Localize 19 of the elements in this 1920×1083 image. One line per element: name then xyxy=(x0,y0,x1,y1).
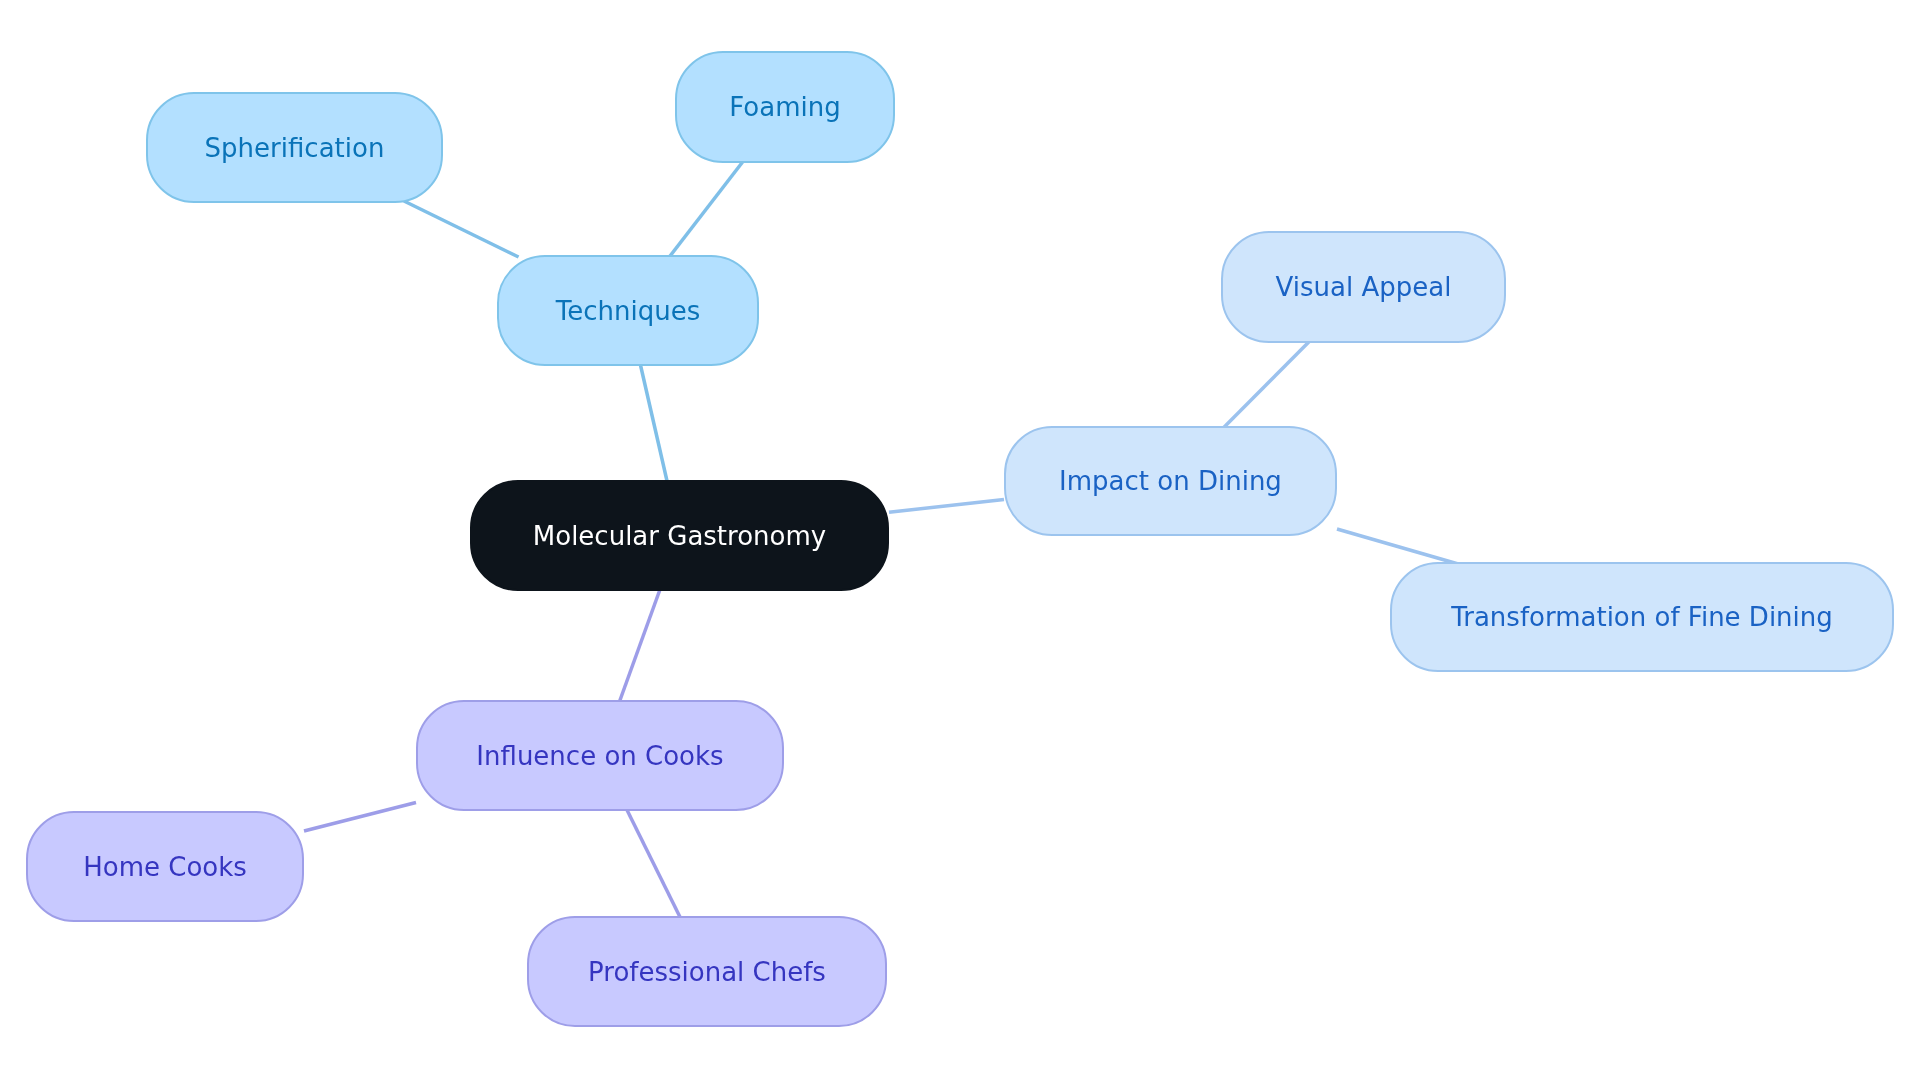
topic-node xyxy=(26,811,304,922)
node-label: Foaming xyxy=(729,92,841,122)
node-label: Influence on Cooks xyxy=(476,740,724,771)
node-label: Professional Chefs xyxy=(588,956,826,987)
node-label: Home Cooks xyxy=(83,851,247,882)
connector-line xyxy=(303,800,417,833)
topic-node xyxy=(1004,426,1337,536)
node-label: Transformation of Fine Dining xyxy=(1451,602,1833,632)
connector-line xyxy=(638,363,669,483)
node-label: Molecular Gastronomy xyxy=(532,520,827,551)
connector-line xyxy=(888,497,1005,514)
node-label: Techniques xyxy=(555,295,701,326)
topic-node xyxy=(416,700,784,811)
node-label: Spherification xyxy=(204,132,385,163)
node-label: Impact on Dining xyxy=(1059,466,1282,496)
connector-line xyxy=(403,199,520,259)
connector-line xyxy=(617,588,662,703)
connector-line xyxy=(624,808,683,919)
node-label: Visual Appeal xyxy=(1275,272,1452,302)
